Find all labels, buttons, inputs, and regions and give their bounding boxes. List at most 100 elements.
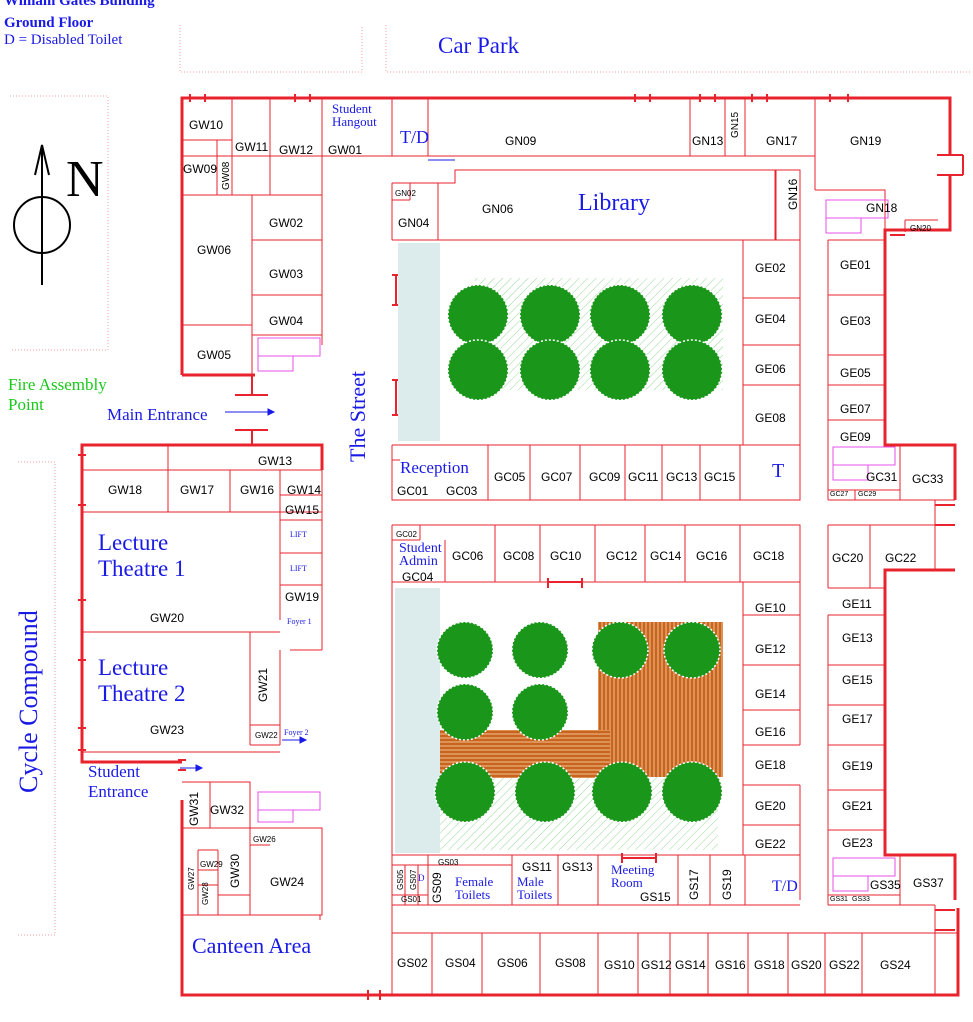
main-entrance-label: Main Entrance xyxy=(107,405,208,424)
room-label: GS24 xyxy=(880,958,911,972)
room-label: GS18 xyxy=(754,958,785,972)
room-label: GC03 xyxy=(446,484,478,498)
toilet-north-label: T/D xyxy=(400,127,429,147)
lift-2-label: LIFT xyxy=(290,564,307,573)
north-label: N xyxy=(66,151,104,208)
room-label: GW10 xyxy=(189,118,224,132)
lift-1-label: LIFT xyxy=(290,530,307,539)
room-label: GC06 xyxy=(452,549,484,563)
room-label: GC04 xyxy=(402,570,434,584)
room-label: GW20 xyxy=(150,611,185,625)
room-label: GC08 xyxy=(503,549,535,563)
room-label: GW29 xyxy=(200,860,223,869)
building-title: William Gates Building xyxy=(4,0,155,9)
site-boundaries xyxy=(10,25,972,936)
toilet-east-label: T xyxy=(772,460,785,482)
room-label: GW30 xyxy=(228,853,242,888)
room-label: GC20 xyxy=(832,551,864,565)
room-label: GE19 xyxy=(842,759,873,773)
room-label: GE05 xyxy=(840,366,871,380)
room-label: GW24 xyxy=(270,875,305,889)
library-label: Library xyxy=(578,190,650,216)
room-label: GS07 xyxy=(409,869,418,890)
room-label: GS11 xyxy=(522,860,552,874)
room-label: GS16 xyxy=(715,958,746,972)
room-label: GS15 xyxy=(640,890,671,904)
room-label: GN15 xyxy=(730,111,741,138)
room-label: GW27 xyxy=(187,867,196,890)
room-label: GS19 xyxy=(720,869,734,900)
room-label: GW02 xyxy=(269,216,304,230)
room-label: GE07 xyxy=(840,402,871,416)
room-label: GS05 xyxy=(396,869,405,890)
room-label: GC10 xyxy=(550,549,582,563)
room-label: GC14 xyxy=(650,549,682,563)
room-label: GC29 xyxy=(858,491,877,498)
room-label: GW18 xyxy=(108,483,143,497)
room-label: GS04 xyxy=(445,956,476,970)
reception-label: Reception xyxy=(400,458,469,477)
foyer-2-label: Foyer 2 xyxy=(284,728,309,737)
room-label: GE21 xyxy=(842,799,873,813)
room-label: GE20 xyxy=(755,799,786,813)
cycle-compound-label: Cycle Compound xyxy=(14,610,43,793)
room-label: GW31 xyxy=(187,791,201,826)
room-label: GC13 xyxy=(666,470,698,484)
room-label: GE06 xyxy=(755,362,786,376)
room-label: GN13 xyxy=(692,134,724,148)
room-label: GC05 xyxy=(494,470,526,484)
room-label: GW11 xyxy=(235,140,269,154)
room-label: GS14 xyxy=(675,958,706,972)
room-label: GW26 xyxy=(253,835,276,844)
room-label: GE10 xyxy=(755,601,786,615)
room-label: GW01 xyxy=(328,143,363,157)
disabled-mark: D xyxy=(418,873,425,883)
foyer-1-label: Foyer 1 xyxy=(287,617,312,626)
canteen-label: Canteen Area xyxy=(192,933,312,958)
room-label: GS13 xyxy=(562,860,593,874)
room-label: GS22 xyxy=(829,958,860,972)
north-compass xyxy=(13,144,71,285)
entrance-arrows xyxy=(180,159,455,772)
room-label: GN16 xyxy=(786,178,800,210)
room-label: GN17 xyxy=(766,134,798,148)
room-label: GE13 xyxy=(842,631,873,645)
room-label: GW23 xyxy=(150,723,185,737)
room-label: GW16 xyxy=(240,483,275,497)
room-label: GE09 xyxy=(840,430,871,444)
room-label: GC27 xyxy=(830,491,849,498)
room-label: GS08 xyxy=(555,956,586,970)
room-label: GW14 xyxy=(287,483,322,497)
floor-title: Ground Floor xyxy=(4,15,94,31)
room-label: GE23 xyxy=(842,836,873,850)
room-label: GW17 xyxy=(180,483,215,497)
room-label: GE16 xyxy=(755,725,786,739)
room-label: GS01 xyxy=(401,895,422,904)
room-label: GS12 xyxy=(641,958,672,972)
room-label: GS06 xyxy=(497,956,528,970)
room-label: GN04 xyxy=(398,216,430,230)
room-label: GW12 xyxy=(279,143,314,157)
room-label: GC12 xyxy=(606,549,638,563)
room-label: GC16 xyxy=(696,549,728,563)
room-label: GW13 xyxy=(258,454,293,468)
room-label: GS17 xyxy=(687,869,701,900)
room-label: GS35 xyxy=(870,878,901,892)
room-label: GC18 xyxy=(753,549,785,563)
room-label: GE01 xyxy=(840,258,871,272)
room-label: GS37 xyxy=(913,876,944,890)
room-label: GE11 xyxy=(842,597,872,611)
room-label: GE12 xyxy=(755,642,786,656)
room-label: GE15 xyxy=(842,673,873,687)
room-label: GS02 xyxy=(397,956,428,970)
room-label: GS20 xyxy=(791,958,822,972)
room-label: GW21 xyxy=(256,667,270,702)
room-label: GC22 xyxy=(885,551,917,565)
